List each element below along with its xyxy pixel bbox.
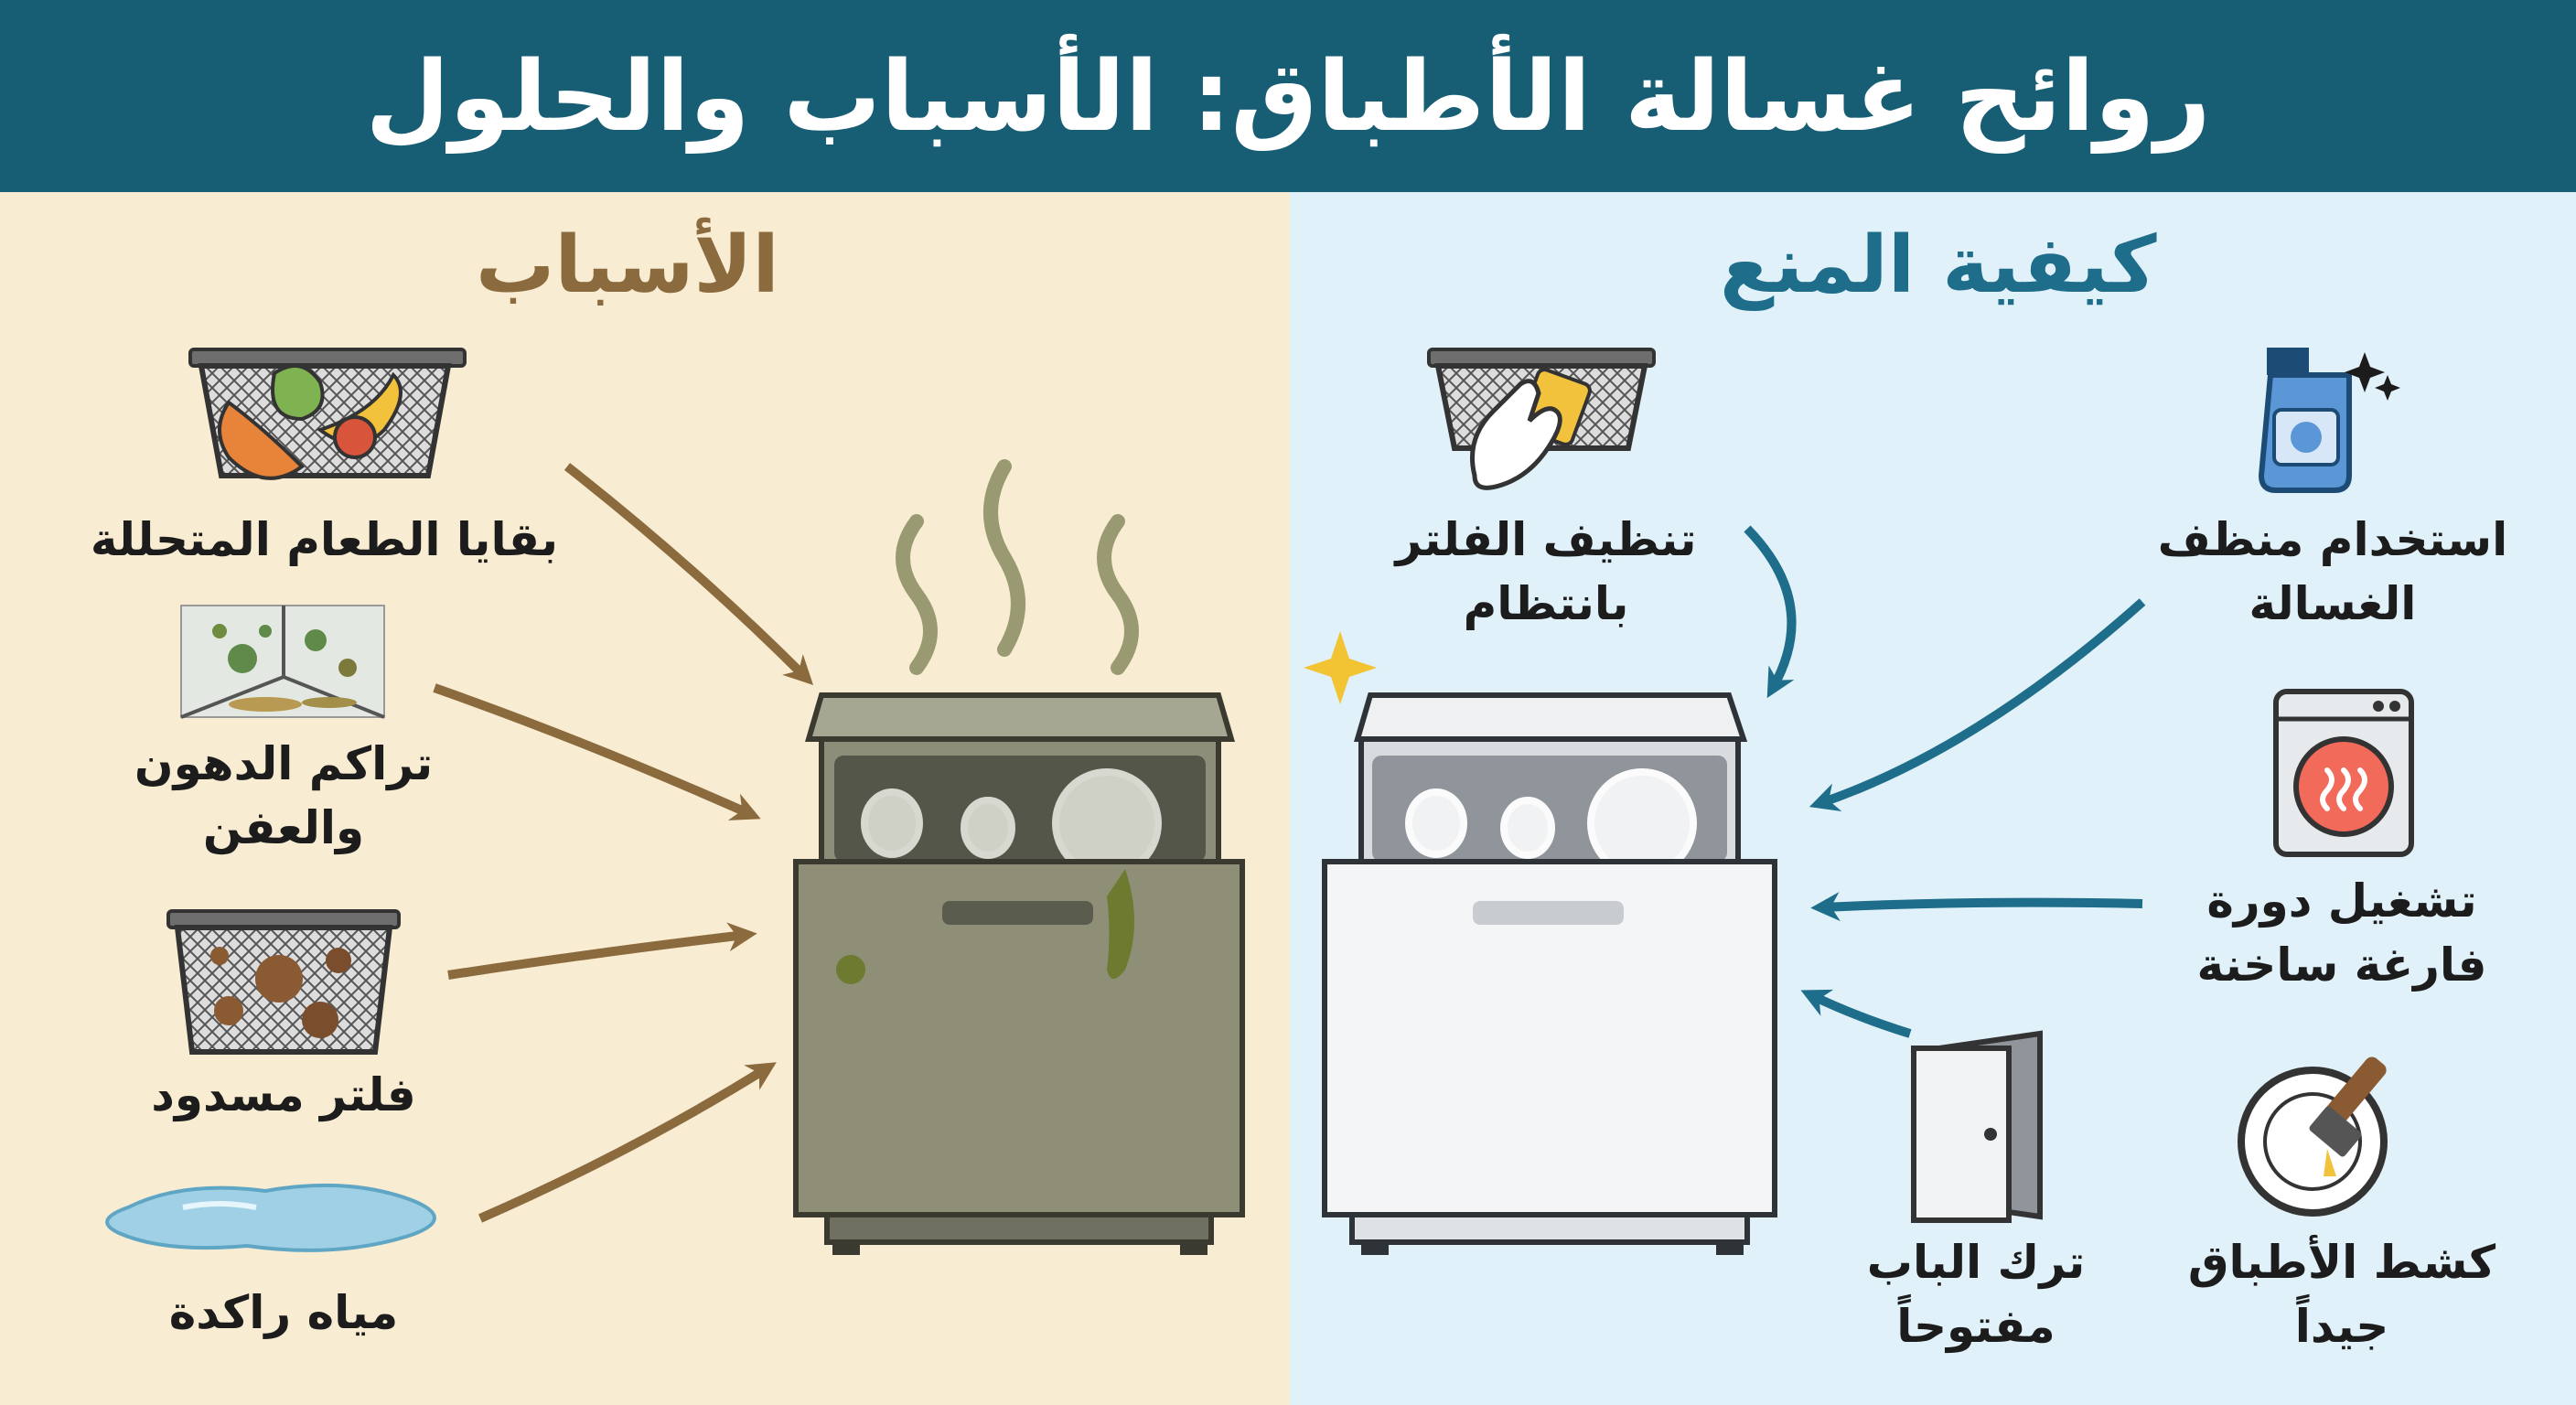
prevention-label-scrape: كشط الأطباق جيداً (2187, 1236, 2496, 1353)
scrape-plate-icon (2238, 1056, 2388, 1217)
cause-label-filter: فلتر مسدود (151, 1068, 416, 1121)
prevention-label-clean-filter: تنظيف الفلتر بانتظام (1395, 513, 1697, 630)
cause-label-food: بقايا الطعام المتحللة (90, 513, 558, 566)
stink-waves (896, 459, 1139, 675)
cause-label-water: مياه راكدة (168, 1286, 399, 1339)
cause-label-grease: تراكم الدهون والعفن (134, 737, 434, 854)
clogged-filter-icon (166, 909, 401, 1055)
cleaner-bottle-icon (2258, 348, 2400, 493)
mold-corner-icon (180, 605, 385, 719)
sparkle-icon (1304, 631, 1377, 704)
causes-title: الأسباب (476, 220, 779, 311)
cause-arrows (433, 463, 814, 1223)
prevention-label-open-door: ترك الباب مفتوحاً (1866, 1236, 2086, 1353)
water-puddle-icon (105, 1183, 436, 1252)
prevention-label-hot-cycle: تشغيل دورة فارغة ساخنة (2196, 874, 2487, 992)
prevention-label-cleaner: استخدام منظف الغسالة (2157, 513, 2508, 630)
food-basket-icon (188, 348, 467, 480)
clean-dishwasher (1304, 631, 1777, 1255)
dirty-dishwasher (793, 459, 1245, 1255)
prevention-title: كيفية المنع (1720, 220, 2157, 311)
cleaning-filter-icon (1427, 348, 1656, 490)
page-title: روائح غسالة الأطباق: الأسباب والحلول (365, 39, 2211, 153)
open-door-icon (1911, 1030, 2043, 1223)
hot-cycle-icon (2273, 689, 2414, 857)
header-bar: روائح غسالة الأطباق: الأسباب والحلول (0, 0, 2576, 192)
prevention-arrows (1744, 525, 2146, 1038)
